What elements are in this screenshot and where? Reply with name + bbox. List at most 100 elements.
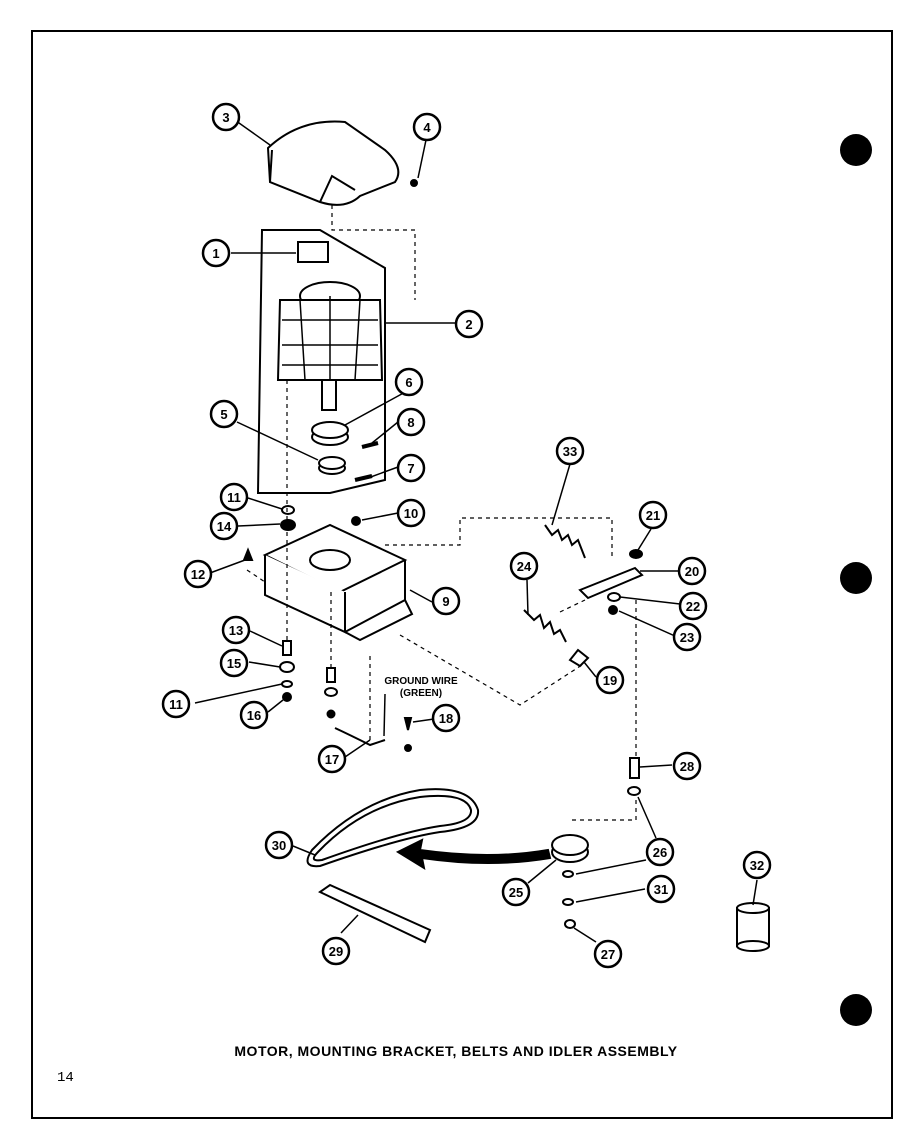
callout-label: 16 (247, 708, 261, 723)
motor-frame-outline (256, 229, 386, 494)
callout-label: 8 (407, 415, 414, 430)
cog-belt-part (318, 883, 432, 944)
callout-label: 31 (654, 882, 668, 897)
motor-pulley-part (311, 421, 349, 446)
idler-arm-part (578, 566, 644, 600)
callout-21: 21 (638, 500, 668, 530)
callout-label: 10 (404, 506, 418, 521)
callout-label: 1 (212, 246, 219, 261)
callout-12: 12 (183, 559, 213, 589)
binder-hole-top (840, 134, 872, 166)
callout-10: 10 (396, 498, 426, 528)
callout-label: 3 (222, 110, 229, 125)
callout-label: 11 (227, 490, 241, 505)
binder-hole-middle (840, 562, 872, 594)
callout-label: 28 (680, 759, 694, 774)
ground-wire-end (404, 744, 412, 752)
spring-part-33 (544, 524, 586, 559)
screw-part-12 (242, 547, 254, 561)
callout-label: 5 (220, 407, 227, 422)
callout-18: 18 (431, 703, 461, 733)
callout-6: 6 (394, 367, 424, 397)
callout-28: 28 (672, 751, 702, 781)
callout-26: 26 (645, 837, 675, 867)
callout-label: 9 (442, 594, 449, 609)
callout-label: 2 (465, 317, 472, 332)
clip-part-27 (564, 919, 576, 929)
page-border (31, 30, 893, 1119)
key-part-8 (361, 441, 379, 449)
screw-part-18 (403, 717, 413, 731)
callout-20: 20 (677, 556, 707, 586)
callout-label: 7 (407, 461, 414, 476)
callout-7: 7 (396, 453, 426, 483)
washer-part-11 (281, 505, 295, 515)
washer-part-31 (562, 898, 574, 906)
callout-label: 22 (686, 599, 700, 614)
cover-screw-part (410, 179, 418, 187)
callout-27: 27 (593, 939, 623, 969)
callout-5: 5 (209, 399, 239, 429)
callout-label: 19 (603, 673, 617, 688)
callout-label: 29 (329, 944, 343, 959)
nut-part-10 (351, 516, 361, 526)
nut-part-16 (282, 692, 292, 702)
callout-label: 23 (680, 630, 694, 645)
callout-label: 11 (169, 697, 183, 712)
callout-label: 21 (646, 508, 660, 523)
grommet-center (324, 687, 338, 697)
callout-1: 1 (201, 238, 231, 268)
ground-wire-label-line1: GROUND WIRE (384, 676, 458, 687)
callout-label: 32 (750, 858, 764, 873)
callout-25: 25 (501, 877, 531, 907)
mounting-bracket-part (262, 523, 414, 642)
washer-part-22 (607, 592, 621, 602)
rotation-arrow (395, 838, 552, 871)
callout-label: 4 (423, 120, 431, 135)
page-number: 14 (57, 1070, 74, 1086)
callout-label: 6 (405, 375, 412, 390)
washer-part-14 (280, 519, 296, 531)
callout-9: 9 (431, 586, 461, 616)
callout-14: 14 (209, 511, 239, 541)
nut-part-23 (608, 605, 618, 615)
callout-label: 12 (191, 567, 205, 582)
spring-part-24 (523, 609, 567, 643)
callout-bubbles: 1234567891011111213141516171819202122232… (161, 102, 772, 969)
motor-part (276, 281, 384, 411)
callout-8: 8 (396, 407, 426, 437)
callout-16: 16 (239, 700, 269, 730)
washer-part-11b (281, 680, 293, 688)
callout-24: 24 (509, 551, 539, 581)
callout-label: 18 (439, 711, 453, 726)
capacitor-part (736, 902, 770, 952)
callout-2: 2 (454, 309, 484, 339)
callout-17: 17 (317, 744, 347, 774)
motor-cover-part (266, 120, 400, 206)
spacer-part-13 (282, 640, 292, 656)
callout-13: 13 (221, 615, 251, 645)
idler-pulley-part (551, 834, 589, 863)
callout-label: 25 (509, 885, 523, 900)
callout-label: 13 (229, 623, 243, 638)
assembly-guide-lines (246, 205, 637, 821)
callout-label: 33 (563, 444, 577, 459)
callout-31: 31 (646, 874, 676, 904)
binder-hole-bottom (840, 994, 872, 1026)
terminal-block-part (297, 241, 329, 263)
callout-19: 19 (595, 665, 625, 695)
callout-32: 32 (742, 850, 772, 880)
callout-label: 15 (227, 656, 241, 671)
callout-label: 20 (685, 564, 699, 579)
drive-belt-part (306, 788, 480, 868)
ground-wire-label-line2: (GREEN) (400, 688, 442, 699)
callout-4: 4 (412, 112, 442, 142)
callout-label: 26 (653, 845, 667, 860)
washer-part-26 (627, 786, 641, 796)
callout-leader-lines (194, 117, 758, 943)
callout-23: 23 (672, 622, 702, 652)
callout-33: 33 (555, 436, 585, 466)
pump-pulley-part (318, 456, 346, 475)
callout-label: 14 (217, 519, 232, 534)
idler-stud-part (629, 757, 640, 779)
